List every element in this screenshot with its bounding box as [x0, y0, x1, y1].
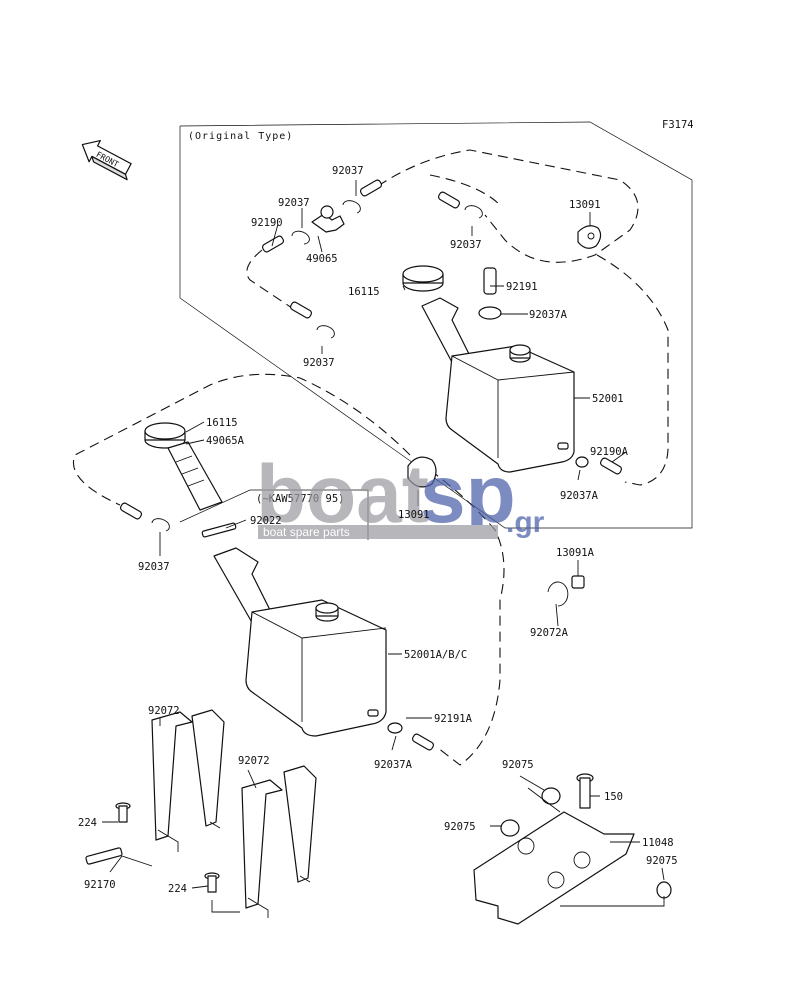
bracket-11048 — [473, 811, 635, 925]
hose-dashed-lower — [73, 373, 505, 766]
serial-note: (~KAW57770 95) — [256, 493, 345, 505]
clamp-icon — [547, 581, 569, 607]
hose-piece — [411, 733, 435, 751]
hose-dashed-top-left — [246, 174, 501, 311]
watermark-tagline: boat spare parts — [263, 525, 350, 539]
leader-lines — [102, 180, 665, 913]
watermark-logo: boat sp .gr boat spare parts — [256, 449, 545, 540]
part-label: 92170 — [84, 879, 116, 891]
part-label: 92075 — [444, 821, 476, 833]
watermark-tagline-bg — [258, 525, 498, 539]
part-label: 92072 — [238, 755, 270, 767]
part-label: 92037A — [529, 309, 568, 321]
part-label: 150 — [604, 791, 623, 803]
part-label: 92072 — [148, 705, 180, 717]
hose-piece — [599, 457, 623, 475]
oil-tank-52001 — [421, 297, 575, 473]
hose-piece — [119, 502, 143, 520]
figure-code: F3174 — [662, 119, 694, 131]
part-label: 13091 — [398, 509, 430, 521]
hose-dashed-top — [377, 149, 669, 486]
clamp-icon — [342, 200, 361, 214]
part-label: 92037 — [138, 561, 170, 573]
part-label: 13091A — [556, 547, 595, 559]
part-labels: 92037 92037 92190 49065 92037 13091 9219… — [78, 165, 678, 895]
variant-label: (Original Type) — [188, 131, 293, 142]
clamp-icon — [291, 230, 310, 245]
bolt-224-icon — [115, 802, 131, 823]
strap-92072-left — [151, 709, 225, 852]
grommet-13091a — [571, 575, 585, 589]
strap-92072-right — [241, 765, 317, 918]
tank-cap-lower — [144, 422, 186, 449]
clamp-icon — [575, 456, 589, 468]
pin-92022 — [201, 522, 237, 538]
clamp-icon — [316, 325, 335, 339]
part-label: 92072A — [530, 627, 569, 639]
part-label: 92075 — [646, 855, 678, 867]
part-label: 224 — [78, 817, 97, 829]
pad-92170 — [85, 847, 123, 865]
part-label: 92191A — [434, 713, 473, 725]
part-label: 92037 — [450, 239, 482, 251]
part-label: 92075 — [502, 759, 534, 771]
oil-tank-52001abc — [213, 547, 387, 737]
part-label: 92022 — [250, 515, 282, 527]
watermark-brand-suffix: .gr — [506, 506, 545, 539]
part-label: 92037 — [278, 197, 310, 209]
part-label: 11048 — [642, 837, 674, 849]
part-label: 92037A — [374, 759, 413, 771]
hose-piece — [437, 191, 461, 209]
part-label: 52001 — [592, 393, 624, 405]
grommet-icon — [407, 456, 437, 488]
strainer-49065A — [167, 441, 223, 511]
hose-piece — [483, 267, 497, 295]
original-type-frame — [179, 121, 693, 529]
clamp-icon — [151, 518, 170, 532]
part-label: 49065 — [306, 253, 338, 265]
hose-piece — [289, 301, 313, 319]
watermark-brand-main: boat — [256, 449, 429, 540]
clamp-icon — [478, 306, 502, 320]
part-label: 49065A — [206, 435, 245, 447]
clamp-icon — [464, 205, 483, 219]
part-label: 13091 — [569, 199, 601, 211]
washer-92075-icon — [656, 881, 672, 899]
valve-cap — [320, 205, 334, 219]
tank-cap-top — [402, 265, 444, 292]
front-arrow-icon: FRONT — [81, 139, 132, 181]
part-label: 92190 — [251, 217, 283, 229]
bolt-150-icon — [576, 773, 594, 809]
clamp-icon — [387, 722, 403, 734]
washer-92075-icon — [500, 819, 520, 837]
part-label: 92037 — [332, 165, 364, 177]
hose-piece — [359, 179, 383, 197]
part-label: 52001A/B/C — [404, 649, 467, 661]
part-label: 224 — [168, 883, 187, 895]
serial-note-frame — [179, 489, 369, 540]
part-label: 16115 — [206, 417, 238, 429]
part-label: 92037A — [560, 490, 599, 502]
grommet-hole — [587, 232, 595, 240]
watermark-brand-accent: sp — [420, 449, 516, 540]
part-label: 92037 — [303, 357, 335, 369]
bolt-224-icon — [204, 872, 220, 893]
part-label: 92191 — [506, 281, 538, 293]
grommet-icon — [577, 225, 602, 249]
part-label: 92190A — [590, 446, 629, 458]
washer-92075-icon — [541, 787, 561, 805]
part-label: 16115 — [348, 286, 380, 298]
